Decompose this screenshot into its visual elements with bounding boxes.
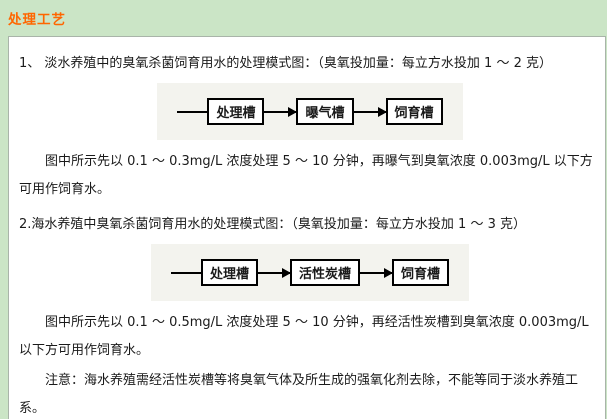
flow-row: 处理槽 曝气槽 饲育槽 [177,98,443,126]
flow-step-box: 饲育槽 [392,259,450,287]
flow-step-box: 曝气槽 [296,98,354,126]
section-heading: 1、 淡水养殖中的臭氧杀菌饲育用水的处理模式图：（臭氧投加量：每立方水投加 1 … [19,56,552,71]
section-freshwater: 1、 淡水养殖中的臭氧杀菌饲育用水的处理模式图：（臭氧投加量：每立方水投加 1 … [19,53,601,204]
flow-step-box: 活性炭槽 [289,259,360,287]
arrow-right-icon [264,110,297,113]
arrow-right-icon [360,271,392,274]
section-heading: 2.海水养殖中臭氧杀菌饲育用水的处理模式图：（臭氧投加量：每立方水投加 1 ～ … [19,216,526,232]
flow-diagram-seawater: 处理槽 活性炭槽 饲育槽 [150,244,470,302]
flow-row: 处理槽 活性炭槽 饲育槽 [170,259,450,287]
inlet-line [170,271,201,274]
section-note: 注意：海水养殖需经活性炭槽等将臭氧气体及所生成的强氧化剂去除，不能等同于淡水养殖… [19,372,579,416]
inlet-line [177,110,208,113]
section-description: 图中所示先以 0.1 ～ 0.5mg/L 浓度处理 5 ～ 10 分钟，再经活性… [19,315,589,358]
flow-step-box: 饲育槽 [385,98,443,126]
content-panel: 1、 淡水养殖中的臭氧杀菌饲育用水的处理模式图：（臭氧投加量：每立方水投加 1 … [8,36,606,419]
flow-step-box: 处理槽 [207,98,265,126]
page-title: 处理工艺 [8,12,66,28]
flow-diagram-freshwater: 处理槽 曝气槽 饲育槽 [157,83,463,141]
section-seawater: 2.海水养殖中臭氧杀菌饲育用水的处理模式图：（臭氧投加量：每立方水投加 1 ～ … [19,214,601,419]
flow-step-box: 处理槽 [200,259,258,287]
arrow-right-icon [257,271,290,274]
arrow-right-icon [353,110,386,113]
section-description: 图中所示先以 0.1 ～ 0.3mg/L 浓度处理 5 ～ 10 分钟，再曝气到… [19,154,593,198]
